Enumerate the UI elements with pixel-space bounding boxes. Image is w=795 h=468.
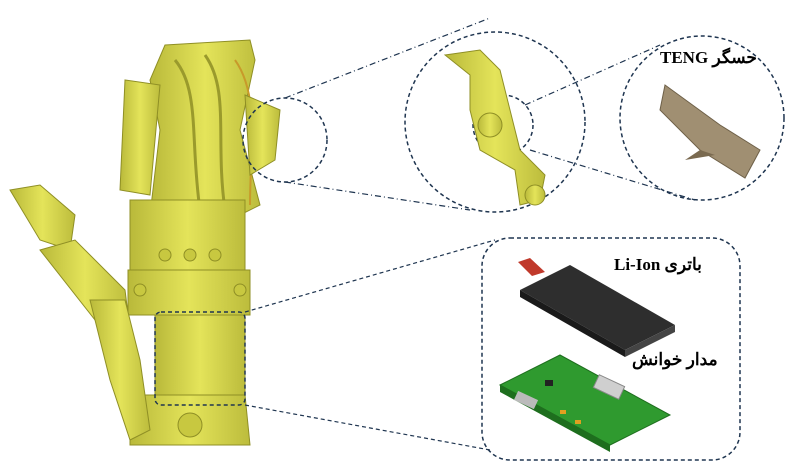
finger-detail-circle xyxy=(404,31,586,213)
connector-lines xyxy=(244,17,696,451)
glove-exoskeleton xyxy=(9,39,281,446)
electronics-box xyxy=(481,237,741,461)
teng-sensor-film xyxy=(659,84,761,179)
wrist-module-box xyxy=(154,311,246,406)
battery-label: باتری Li-Ion xyxy=(614,255,702,274)
readout-circuit-label: مدار خوانش xyxy=(632,350,718,369)
finger-detail xyxy=(443,49,546,206)
teng-sensor-label: حسگر TENG xyxy=(660,48,757,67)
readout-circuit-board xyxy=(498,354,672,452)
li-ion-battery xyxy=(518,258,675,357)
teng-sensor-circle xyxy=(619,35,785,201)
